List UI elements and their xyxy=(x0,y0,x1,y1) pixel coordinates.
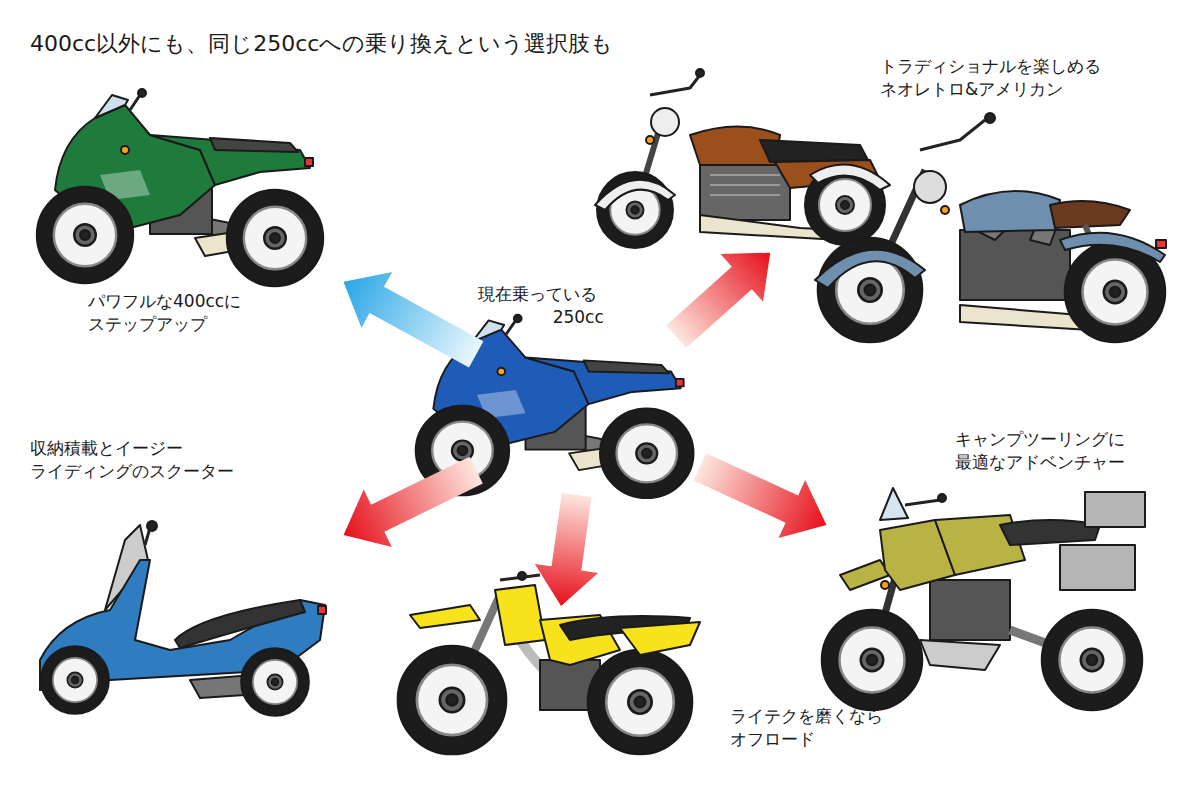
choice-arrow xyxy=(344,457,483,547)
bike-option-node: パワフルな400ccに ステップアップ xyxy=(30,95,340,295)
option-label: 収納積載とイージー ライディングのスクーター xyxy=(30,437,261,483)
choice-arrow xyxy=(344,272,484,368)
option-label: ライテクを磨くなら オフロード xyxy=(730,705,893,751)
bike-option-node: 現在乗っている 250cc xyxy=(478,338,698,493)
choice-arrow xyxy=(535,493,598,606)
bike-option-node: ライテクを磨くなら オフロード xyxy=(400,610,700,760)
option-label: 現在乗っている 250cc xyxy=(478,283,604,329)
diagram-title: 400cc以外にも、同じ250ccへの乗り換えという選択肢も xyxy=(30,30,613,59)
choice-arrow xyxy=(694,453,827,538)
option-label: パワフルな400ccに ステップアップ xyxy=(88,290,251,336)
bike-option-node: 収納積載とイージー ライディングのスクーター xyxy=(30,515,340,710)
bike-option-node: キャンプツーリングに 最適なアドベンチャー xyxy=(830,480,1150,720)
choice-arrow xyxy=(666,253,770,348)
option-label: キャンプツーリングに 最適なアドベンチャー xyxy=(955,428,1135,474)
bike-option-node: トラディショナルを楽しめる ネオレトロ&アメリカン xyxy=(600,50,1170,250)
option-label: トラディショナルを楽しめる ネオレトロ&アメリカン xyxy=(880,55,1111,101)
